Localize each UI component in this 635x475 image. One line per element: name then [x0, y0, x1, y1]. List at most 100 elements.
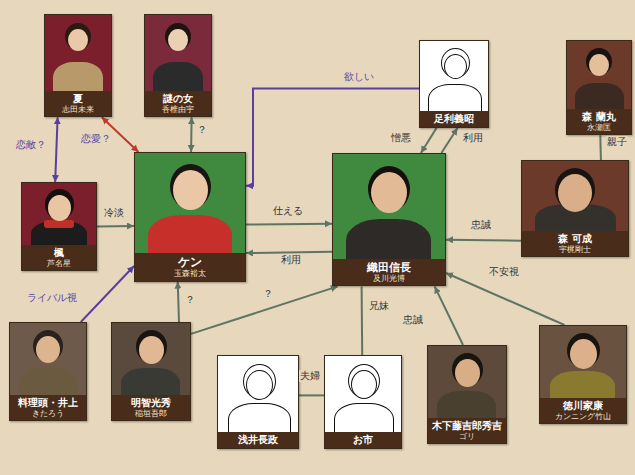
relation-label: 忠誠: [470, 219, 492, 231]
character-card: 森 蘭丸永瀬匡: [566, 40, 632, 135]
relation-arrow: [361, 286, 364, 355]
relation-arrow: [97, 225, 134, 228]
character-card: 徳川家康カンニング竹山: [539, 325, 627, 424]
relation-label: 冷淡: [103, 207, 125, 219]
portrait-body: [428, 84, 482, 111]
character-portrait: [420, 41, 488, 111]
character-card: 楓芦名星: [21, 182, 97, 271]
actor-name: 永瀬匡: [570, 123, 628, 132]
name-plate: 森 可成宇梶剛士: [522, 231, 628, 256]
relation-label: 兄妹: [368, 300, 390, 312]
character-portrait: [325, 356, 401, 432]
relation-label: ライバル視: [26, 292, 78, 304]
portrait-face: [173, 170, 208, 210]
relation-arrow: [190, 117, 193, 152]
actor-name: 宇梶剛士: [525, 245, 625, 254]
name-plate: 織田信長及川光博: [333, 259, 445, 285]
relation-label: ？: [196, 124, 208, 136]
name-plate: ケン玉森裕太: [135, 253, 245, 281]
role-name: 楓: [25, 247, 93, 259]
relation-label: 恋敵？: [15, 139, 47, 151]
name-plate: 謎の女香椎由宇: [145, 91, 211, 116]
relation-arrow: [246, 252, 332, 253]
role-name: 謎の女: [148, 93, 208, 105]
portrait-body: [121, 368, 180, 395]
role-name: 足利義昭: [423, 113, 485, 125]
portrait-scarf: [44, 220, 74, 228]
portrait-body: [148, 215, 232, 253]
relation-label: 恋愛？: [80, 133, 112, 145]
relation-arrow: [191, 286, 338, 334]
actor-name: 及川光博: [336, 274, 442, 283]
relation-arrow: [599, 135, 602, 160]
portrait-body: [346, 219, 431, 259]
portrait-face: [570, 339, 597, 369]
portrait-body: [550, 371, 615, 398]
relation-label: 欲しい: [343, 71, 375, 83]
character-portrait: [22, 183, 96, 245]
relation-label: 不安視: [488, 266, 520, 278]
relation-arrow: [299, 394, 324, 396]
character-portrait: [428, 346, 506, 418]
character-card: 浅井長政: [217, 355, 299, 449]
portrait-face: [455, 359, 480, 387]
role-name: 夏: [48, 93, 108, 105]
actor-name: 玉森裕太: [138, 269, 242, 278]
portrait-body: [228, 403, 291, 432]
name-plate: 楓芦名星: [22, 245, 96, 270]
name-plate: 料理頭・井上きたろう: [10, 395, 86, 420]
role-name: 料理頭・井上: [13, 397, 83, 409]
role-name: 森 蘭丸: [570, 111, 628, 123]
actor-name: きたろう: [13, 409, 83, 418]
character-card: 織田信長及川光博: [332, 153, 446, 286]
actor-name: カンニング竹山: [543, 412, 623, 421]
name-plate: 森 蘭丸永瀬匡: [567, 109, 631, 134]
role-name: ケン: [138, 255, 242, 269]
name-plate: お市: [325, 432, 401, 448]
role-name: 徳川家康: [543, 400, 623, 412]
portrait-body: [153, 62, 203, 91]
actor-name: ゴリ: [431, 432, 503, 441]
name-plate: 明智光秀稲垣吾郎: [112, 395, 190, 420]
relation-label: 利用: [462, 132, 484, 144]
relation-arrow: [55, 117, 57, 182]
character-portrait: [218, 356, 298, 432]
character-card: 森 可成宇梶剛士: [521, 160, 629, 257]
character-portrait: [135, 153, 245, 253]
role-name: 木下藤吉郎秀吉: [431, 420, 503, 432]
portrait-body: [334, 403, 394, 432]
portrait-body: [19, 368, 77, 395]
relation-label: 忠誠: [402, 314, 424, 326]
relation-arrow: [246, 223, 332, 226]
relation-arrow: [421, 128, 437, 153]
character-card: 明智光秀稲垣吾郎: [111, 322, 191, 421]
portrait-face: [168, 29, 188, 51]
portrait-face: [36, 336, 60, 363]
relation-arrow: [446, 240, 521, 241]
relation-label: 仕える: [272, 205, 304, 217]
character-card: 料理頭・井上きたろう: [9, 322, 87, 421]
role-name: お市: [328, 434, 398, 446]
role-name: 森 可成: [525, 233, 625, 245]
portrait-face: [246, 370, 273, 400]
character-portrait: [45, 15, 111, 91]
relation-arrow: [435, 286, 463, 345]
relation-arrow: [441, 128, 457, 153]
character-card: 謎の女香椎由宇: [144, 14, 212, 117]
portrait-face: [68, 29, 88, 51]
role-name: 浅井長政: [221, 434, 295, 446]
portrait-face: [558, 174, 592, 212]
relation-label: 親子: [606, 136, 628, 148]
relation-arrow: [81, 266, 134, 322]
portrait-face: [589, 54, 609, 76]
portrait-face: [371, 172, 407, 213]
character-portrait: [540, 326, 626, 398]
portrait-face: [444, 54, 467, 79]
character-portrait: [145, 15, 211, 91]
portrait-body: [53, 62, 103, 91]
role-name: 明智光秀: [115, 397, 187, 409]
role-name: 織田信長: [336, 261, 442, 274]
character-portrait: [567, 41, 631, 109]
portrait-body: [437, 391, 496, 418]
